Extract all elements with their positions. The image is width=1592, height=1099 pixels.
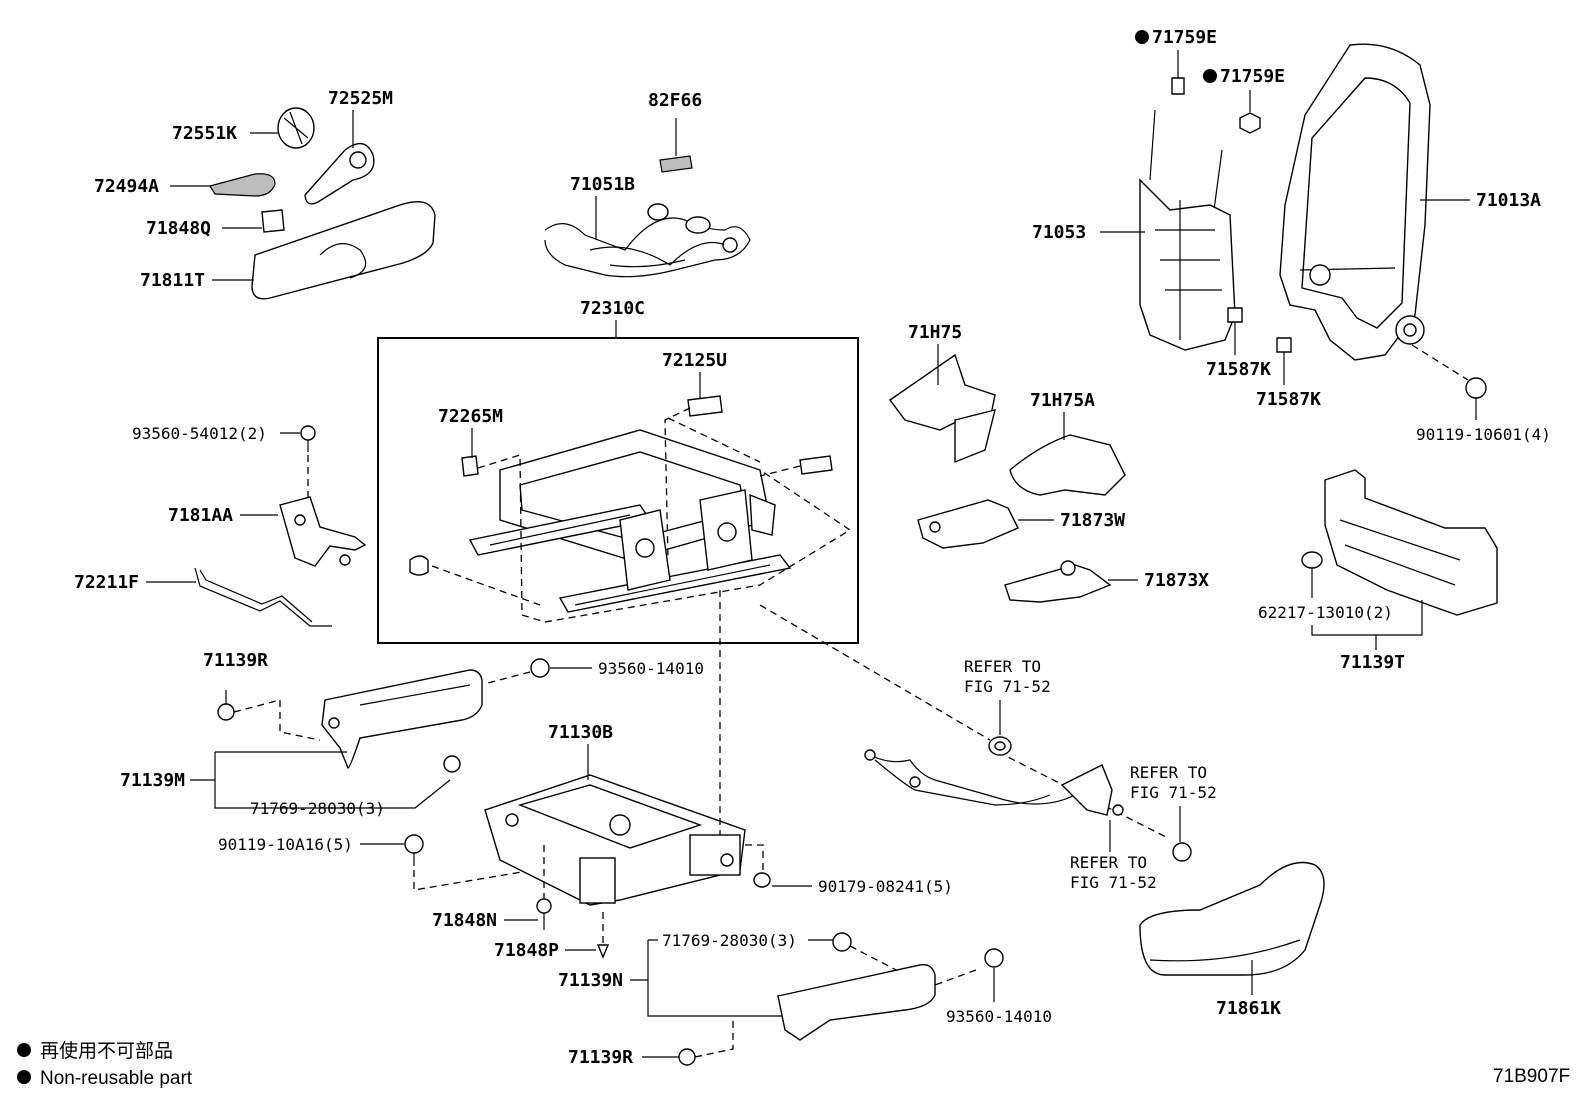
bolt-93560-14010-bot-drawing <box>984 948 1004 1002</box>
lever-parts-drawing <box>209 107 436 300</box>
legend-dot-2 <box>17 1070 31 1084</box>
label-72310C: 72310C <box>580 298 645 319</box>
clip-62217-13010-drawing <box>1301 551 1323 569</box>
clip-71769-28030-b-drawing <box>832 932 852 952</box>
label-93560-14010-bot: 93560-14010 <box>946 1007 1052 1026</box>
nonreusable-dot-71759E-b <box>1203 69 1217 83</box>
label-71848P: 71848P <box>494 940 559 961</box>
label-71H75A: 71H75A <box>1030 390 1095 411</box>
rod-72211F-drawing <box>194 567 332 627</box>
nut-71759E-b-drawing <box>1239 112 1261 134</box>
label-72125U: 72125U <box>662 350 727 371</box>
label-71873W: 71873W <box>1060 510 1125 531</box>
seat-adjuster-drawing <box>409 395 833 613</box>
figure-code: 71B907F <box>1493 1066 1570 1087</box>
seat-frame-71130B-drawing <box>484 774 746 906</box>
refer-label-2b: FIG 71-52 <box>1130 783 1217 802</box>
clip-82F66-drawing <box>659 155 693 173</box>
label-71139T: 71139T <box>1340 652 1405 673</box>
refer-label-3b: FIG 71-52 <box>1070 873 1157 892</box>
clip-71587K-a-drawing <box>1227 307 1243 323</box>
label-72211F: 72211F <box>74 572 139 593</box>
label-71051B: 71051B <box>570 174 635 195</box>
clip-71587K-b-drawing <box>1276 337 1292 353</box>
legend-dot-1 <box>17 1043 31 1057</box>
label-90119-10A16: 90119-10A16(5) <box>218 835 353 854</box>
label-71139R-bot: 71139R <box>568 1047 633 1068</box>
bracket-7181AA-drawing <box>279 496 367 567</box>
label-71848Q: 71848Q <box>146 218 211 239</box>
nut-90179-08241-drawing <box>753 872 771 888</box>
label-62217-13010: 62217-13010(2) <box>1258 603 1393 622</box>
assembly-box-72310C <box>377 337 859 644</box>
label-72525M: 72525M <box>328 88 393 109</box>
label-71139M: 71139M <box>120 770 185 791</box>
legend-line-2: Non-reusable part <box>40 1068 193 1089</box>
label-72265M: 72265M <box>438 406 503 427</box>
clip-71769-28030-a-drawing <box>443 755 461 773</box>
label-71848N: 71848N <box>432 910 497 931</box>
cover-71H75A-drawing <box>1009 434 1126 496</box>
label-71769-28030-a: 71769-28030(3) <box>250 799 385 818</box>
label-71053: 71053 <box>1032 222 1086 243</box>
label-71759E-b: 71759E <box>1220 66 1285 87</box>
refer-label-1a: REFER TO <box>964 657 1041 676</box>
label-71769-28030-b: 71769-28030(3) <box>662 931 797 950</box>
label-71130B: 71130B <box>548 722 613 743</box>
label-7181AA: 7181AA <box>168 505 233 526</box>
label-71139N: 71139N <box>558 970 623 991</box>
bolt-93560-54012-drawing <box>300 425 316 452</box>
label-72494A: 72494A <box>94 176 159 197</box>
pin-71848P-drawing <box>596 944 610 959</box>
wire-harness-71051B-drawing <box>544 203 751 278</box>
cushion-71861K-drawing <box>1139 861 1325 976</box>
label-82F66: 82F66 <box>648 90 702 111</box>
label-90179-08241: 90179-08241(5) <box>818 877 953 896</box>
label-71587K-b: 71587K <box>1256 389 1321 410</box>
label-90119-10601: 90119-10601(4) <box>1416 425 1551 444</box>
nut-refer-2-drawing <box>1172 842 1192 862</box>
label-93560-14010-top: 93560-14010 <box>598 659 704 678</box>
bolt-90119-10601-drawing <box>1465 377 1487 420</box>
seatbelt-buckle-drawing <box>864 749 1124 816</box>
cover-71139T-drawing <box>1324 469 1498 616</box>
legend-line-1: 再使用不可部品 <box>40 1040 173 1062</box>
ring-refer-1-drawing <box>988 736 1012 756</box>
label-71013A: 71013A <box>1476 190 1541 211</box>
refer-label-1b: FIG 71-52 <box>964 677 1051 696</box>
bolt-93560-14010-top-drawing <box>530 658 550 678</box>
seat-back-spring-71053-drawing <box>1139 109 1236 351</box>
nonreusable-dot-71759E-a <box>1135 30 1149 44</box>
label-71139R-top: 71139R <box>203 650 268 671</box>
cover-71139M-drawing <box>321 669 483 769</box>
label-71811T: 71811T <box>140 270 205 291</box>
seat-back-frame-71013A-drawing <box>1279 43 1431 361</box>
refer-label-3a: REFER TO <box>1070 853 1147 872</box>
bracket-71873W-drawing <box>917 499 1019 549</box>
label-72551K: 72551K <box>172 123 237 144</box>
refer-label-2a: REFER TO <box>1130 763 1207 782</box>
clip-71139R-bot-drawing <box>678 1048 696 1066</box>
cover-71139N-drawing <box>777 964 936 1041</box>
label-71H75: 71H75 <box>908 322 962 343</box>
cover-71H75-drawing <box>889 353 996 464</box>
label-71861K: 71861K <box>1216 998 1281 1019</box>
label-93560-54012: 93560-54012(2) <box>132 424 267 443</box>
pin-71848N-drawing <box>536 898 552 930</box>
clip-71139R-top-drawing <box>217 690 235 721</box>
clip-71759E-a-drawing <box>1171 77 1185 95</box>
label-71873X: 71873X <box>1144 570 1209 591</box>
bracket-71873X-drawing <box>1004 560 1112 603</box>
label-71587K-a: 71587K <box>1206 359 1271 380</box>
label-71759E-a: 71759E <box>1152 27 1217 48</box>
bolt-90119-10A16-drawing <box>404 834 424 866</box>
